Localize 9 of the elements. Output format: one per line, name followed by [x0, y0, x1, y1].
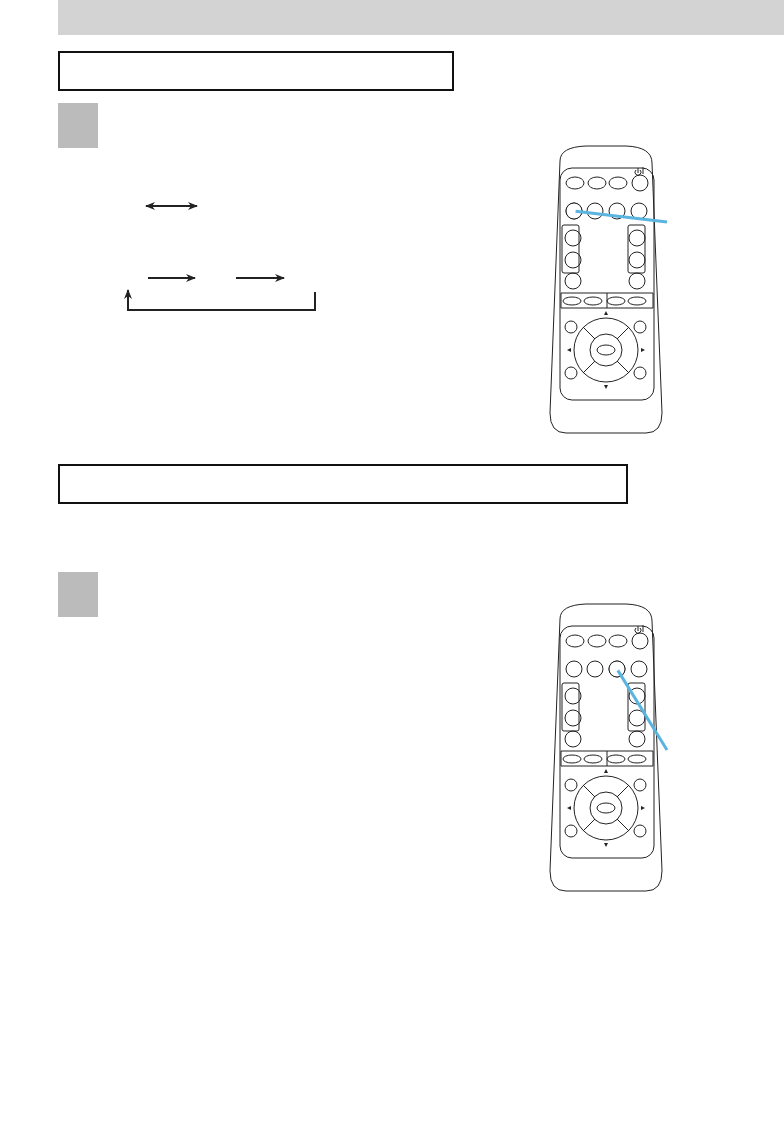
step-marker — [58, 572, 98, 617]
heading-frame — [58, 51, 454, 91]
leader-line — [616, 669, 669, 751]
leader-line — [575, 209, 668, 224]
step-marker — [58, 103, 98, 148]
round-button — [565, 202, 583, 220]
heading-frame — [58, 464, 628, 504]
header-band — [58, 0, 784, 35]
round-button — [608, 660, 626, 678]
